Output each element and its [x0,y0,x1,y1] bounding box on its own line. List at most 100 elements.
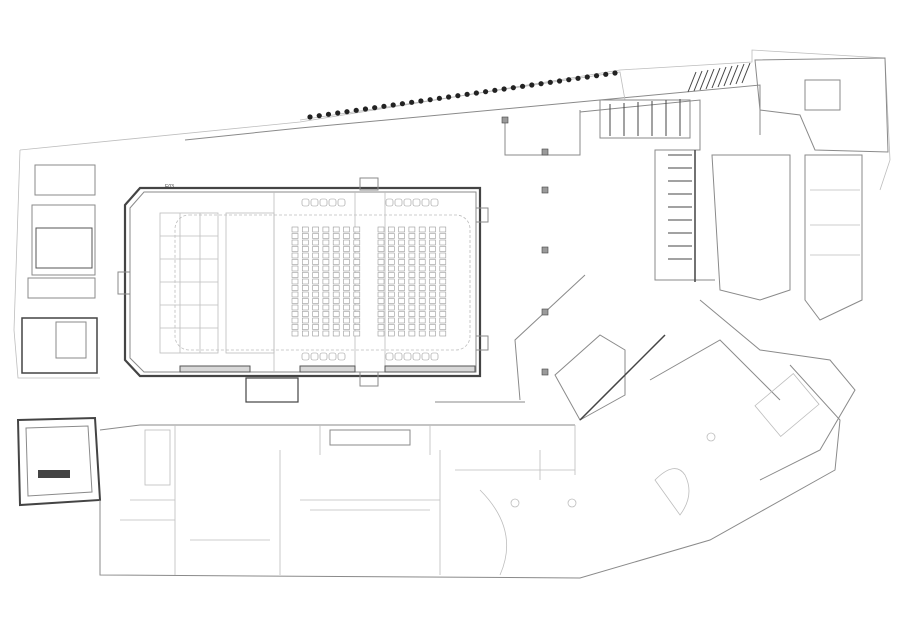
seat [398,298,405,304]
front-row-seat [412,198,421,207]
seat [312,252,319,259]
seat [429,291,436,298]
seat [322,239,330,246]
seat [353,259,361,265]
seat [429,324,436,330]
plant-icon [418,98,424,104]
seat [343,285,350,291]
seat [408,311,416,317]
seat [418,285,426,291]
seat [301,252,309,259]
seat [332,324,340,330]
seat [439,239,447,246]
seat [398,265,405,272]
seat [387,324,395,330]
plant-icon [325,111,332,117]
seat [377,239,385,246]
plant-icon [381,103,387,109]
seat [418,324,426,330]
seat [429,239,436,246]
seat [429,265,436,272]
seat [377,265,385,272]
seat [343,278,350,285]
plant-icon [307,114,313,120]
front-row-seat [310,352,319,361]
seat [377,272,385,278]
seat [439,252,447,259]
seat [312,265,319,272]
seat [301,291,309,298]
seat [439,233,447,239]
front-row-seat [421,198,430,207]
seat [322,304,330,311]
seat [322,285,330,291]
seat [343,259,350,265]
seat [418,259,426,265]
seat [377,252,385,259]
seat [418,252,426,259]
seat [429,246,436,252]
seat [291,311,299,317]
seat [398,324,405,330]
plant-icon [464,91,470,97]
seat [322,278,330,285]
seat [322,233,330,239]
seat [408,291,416,298]
seat [343,265,350,272]
seat [332,233,340,239]
front-row-seat [412,352,421,361]
seat [387,272,395,278]
right-wing [649,57,889,481]
seat [353,233,361,239]
seat [353,246,361,252]
plant-icon [473,90,479,96]
seat [291,330,299,337]
seat [398,252,405,259]
front-row-seat [319,352,328,361]
seat [322,291,330,298]
seat [387,291,395,298]
seat [387,226,395,233]
seat [343,233,350,239]
seat [377,226,385,233]
front-row-seat [319,198,328,207]
seat [418,291,426,298]
seat [312,298,319,304]
seat [312,272,319,278]
front-row-seat [385,198,394,207]
seat [439,259,447,265]
seat [291,265,299,272]
front-row-seat [394,198,403,207]
foyer-columns [501,116,549,376]
seat [387,259,395,265]
seat [291,304,299,311]
seat [322,311,330,317]
plant-icon [612,70,618,76]
seat [387,239,395,246]
seat [398,272,405,278]
seat [398,278,405,285]
plant-icon [335,110,341,116]
front-row-seat [337,198,346,207]
seat [332,265,340,272]
seat [332,317,340,324]
seat [377,285,385,291]
seat [418,226,426,233]
seat [439,226,447,233]
seat [291,226,299,233]
seat [387,285,395,291]
seat [312,246,319,252]
seat [312,304,319,311]
plant-icon [390,102,396,108]
seat [398,246,405,252]
seat [301,259,309,265]
front-row-seat [403,352,412,361]
seat [291,233,299,239]
seat [322,265,330,272]
seat [332,226,340,233]
seat [353,239,361,246]
seat [408,252,416,259]
seat [312,259,319,265]
seat [398,291,405,298]
seat [322,252,330,259]
